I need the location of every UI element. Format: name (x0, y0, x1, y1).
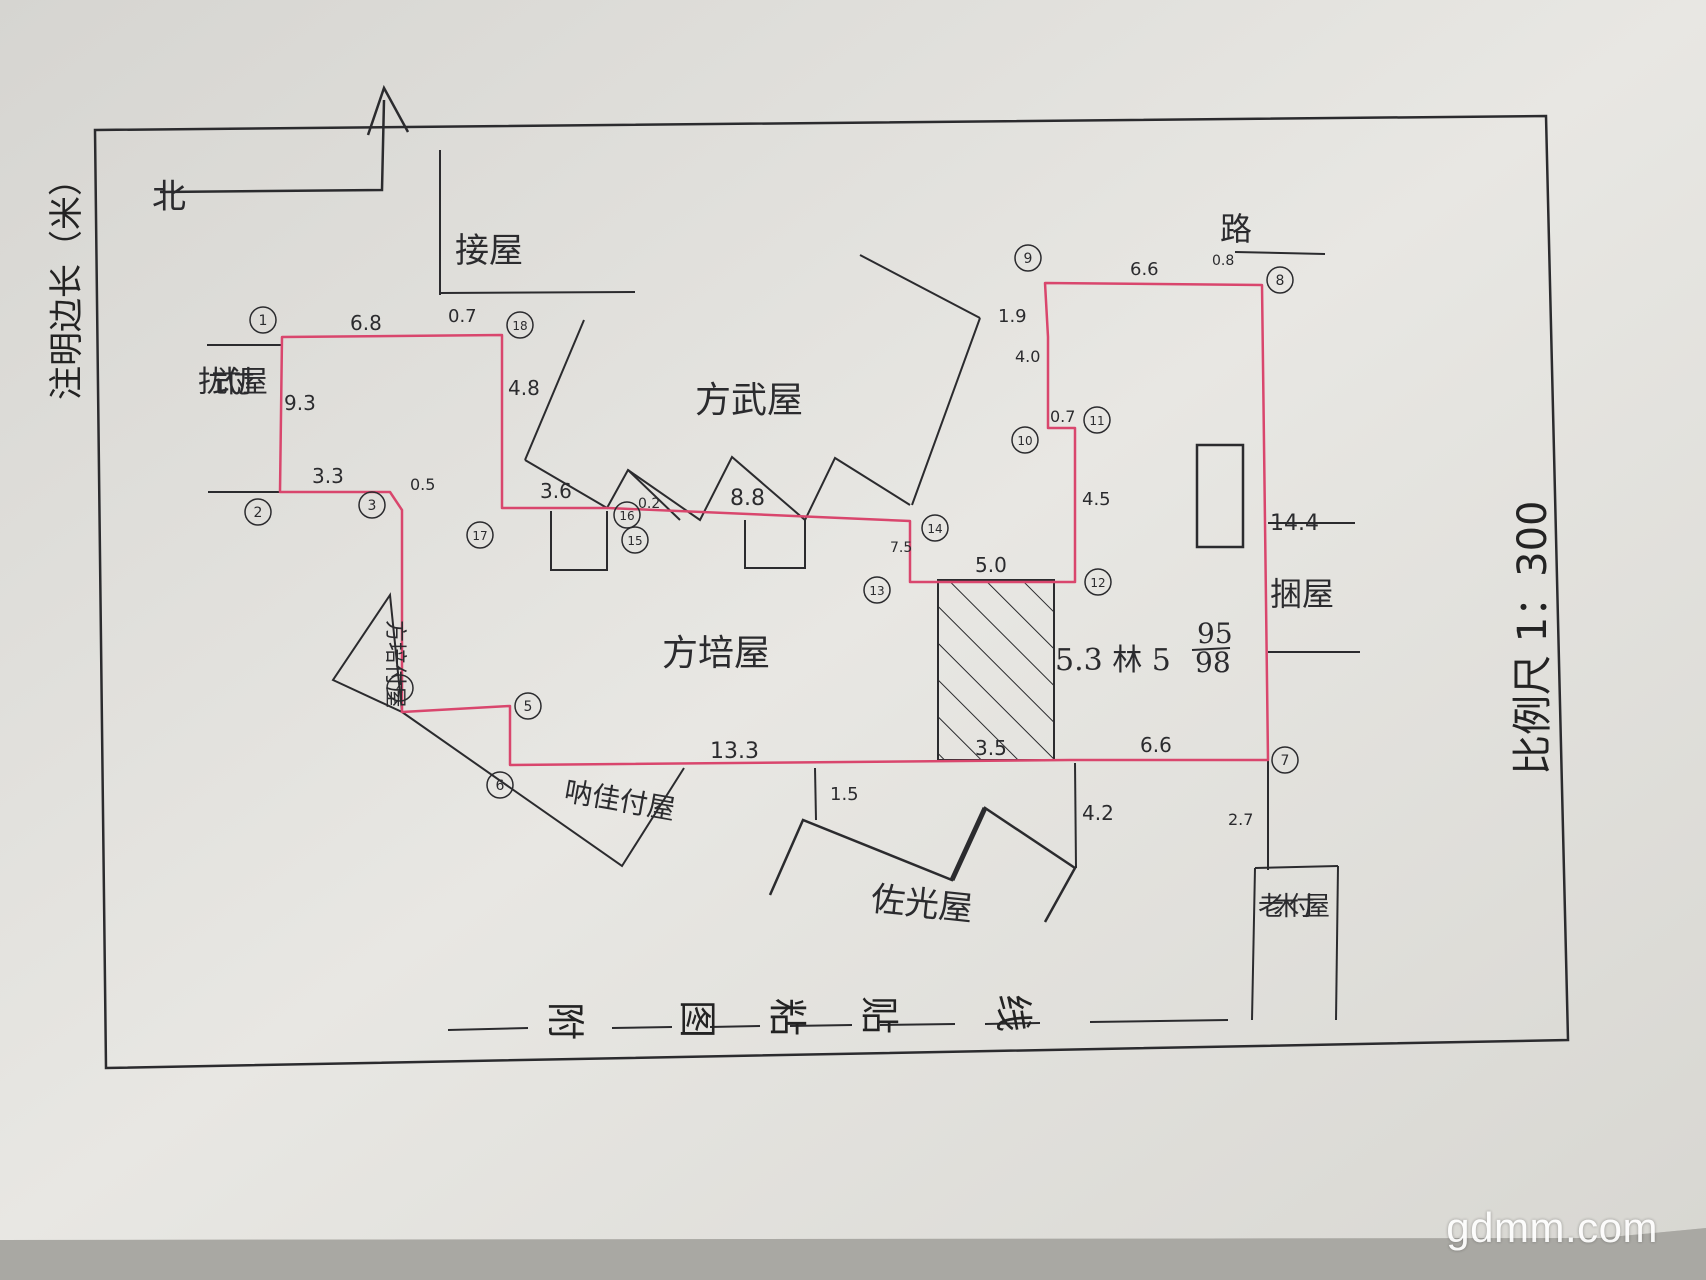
dim-label: 4.0 (1015, 347, 1040, 366)
parcel-code-numerator: 95 (1197, 617, 1233, 650)
point-number: 15 (627, 534, 642, 548)
dim-label: 4.8 (508, 376, 540, 400)
dim-label: 3.3 (312, 464, 344, 488)
inner-rect (1195, 443, 1245, 549)
road-label: 路 (1220, 210, 1252, 248)
dim-label: 3.6 (540, 479, 572, 503)
point-number: 13 (869, 584, 884, 598)
dim-label: 6.6 (1140, 733, 1172, 757)
building-main-center: 方培屋 (662, 633, 770, 674)
point-number: 8 (1276, 273, 1285, 289)
dim-label: 0.5 (410, 475, 435, 494)
dim-label: 5.0 (975, 553, 1007, 577)
point-number: 10 (1017, 434, 1032, 448)
neighbor-lines (207, 150, 1360, 1021)
dim-label: 14.4 (1270, 511, 1319, 536)
paper-under-edge (0, 1228, 1706, 1280)
point-numbers: 1 2 3 4 5 6 7 8 9 10 11 12 13 14 15 16 1… (254, 251, 1290, 794)
dim-label: 6.6 (1130, 259, 1159, 280)
dim-label: 4.5 (1082, 489, 1111, 510)
attach-char: 线 (991, 994, 1035, 1032)
building-main-upper: 方武屋 (695, 380, 803, 421)
paper-sheet (0, 0, 1706, 1240)
scale-label: 比例尺 1：300 (1510, 500, 1556, 775)
dim-label: 4.2 (1082, 801, 1114, 825)
point-number: 7 (1281, 753, 1290, 769)
dimension-labels: 6.8 0.7 4.8 9.3 3.3 0.5 3.6 0.2 8.8 1.9 … (284, 253, 1319, 829)
dim-label: 0.2 (638, 496, 660, 512)
dim-label: 3.5 (975, 736, 1007, 760)
dim-label: 2.7 (1228, 810, 1253, 829)
point-number: 2 (254, 505, 263, 521)
drawing-frame (93, 114, 1570, 1070)
building-top-left-attached: 扰式付屋 (198, 365, 268, 400)
point-number: 3 (368, 498, 377, 514)
point-number: 5 (524, 699, 533, 715)
attach-char: 贴 (857, 996, 901, 1034)
hatched-area (937, 579, 1055, 761)
parcel-code-fraction-bar (1191, 647, 1231, 651)
dim-label: 0.7 (1050, 407, 1075, 426)
dim-label: 9.3 (284, 391, 316, 415)
dim-label: 6.8 (350, 311, 382, 335)
point-number: 4 (396, 681, 405, 697)
attach-line: 附 图 粘 贴 线 (447, 994, 1229, 1040)
north-arrow-icon (159, 84, 410, 194)
side-title: 注明边长（米） (47, 162, 87, 400)
point-number: 17 (472, 529, 487, 543)
point-number: 16 (619, 509, 634, 523)
attach-char: 粘 (765, 998, 809, 1036)
point-number: 1 (259, 313, 268, 329)
building-right-side: 捆屋 (1270, 575, 1334, 613)
parcel-code-denominator: 98 (1195, 646, 1231, 679)
bottom-left-attached-outline (401, 711, 685, 868)
left-attached-outline (331, 592, 404, 714)
building-bottom-right-attached: 老木付屋 (1258, 892, 1330, 922)
point-number: 14 (927, 522, 942, 536)
parcel-boundary (278, 281, 1270, 767)
upper-zigzag (524, 455, 911, 522)
dim-label: 0.7 (448, 306, 477, 327)
dim-label: 7.5 (890, 540, 912, 556)
dim-label: 1.9 (998, 306, 1027, 327)
attach-char: 附 (543, 1002, 587, 1040)
dim-label: 1.5 (830, 784, 859, 805)
point-number: 18 (512, 319, 527, 333)
building-top-center: 接屋 (455, 231, 523, 271)
attach-char: 图 (675, 1000, 719, 1038)
north-label: 北 (152, 177, 186, 217)
dim-label: 8.8 (730, 486, 765, 511)
point-number: 12 (1090, 576, 1105, 590)
point-number: 11 (1089, 414, 1104, 428)
watermark-text: gdmm.com (1446, 1204, 1658, 1251)
parcel-code-prefix: 5.3 林 5 (1055, 643, 1171, 678)
dim-label: 0.8 (1212, 253, 1234, 269)
point-markers (244, 244, 1299, 799)
point-number: 9 (1024, 251, 1033, 267)
point-number: 6 (496, 778, 505, 794)
dim-label: 13.3 (710, 739, 759, 764)
building-left-attached: 方培付屋 (382, 620, 407, 708)
